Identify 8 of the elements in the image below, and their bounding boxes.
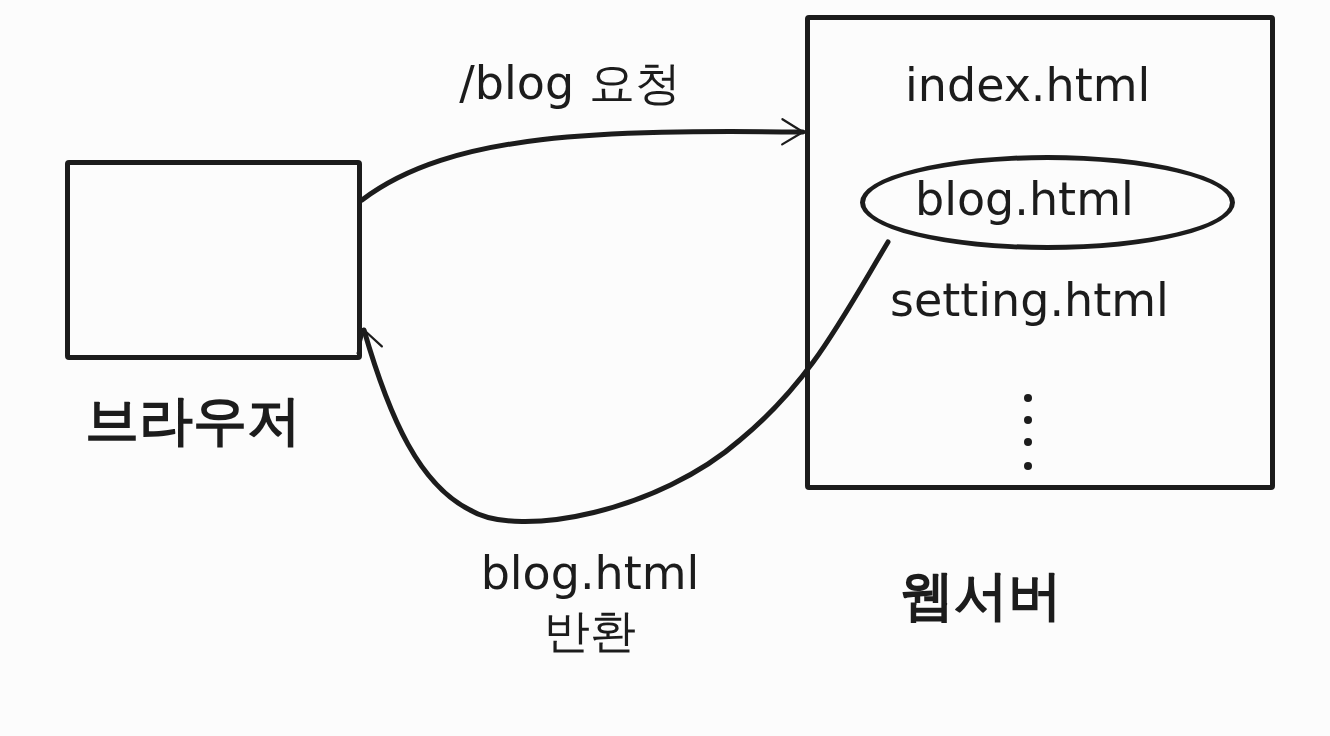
arrow xyxy=(359,118,806,203)
file-name: setting.html xyxy=(890,275,1169,326)
server-box xyxy=(805,15,1275,490)
browser-box xyxy=(65,160,362,360)
node-caption: 웹서버 xyxy=(900,563,1062,629)
node-caption: 브라우저 xyxy=(85,388,301,454)
file-name: index.html xyxy=(905,60,1151,111)
file-name: blog.html xyxy=(915,174,1134,225)
